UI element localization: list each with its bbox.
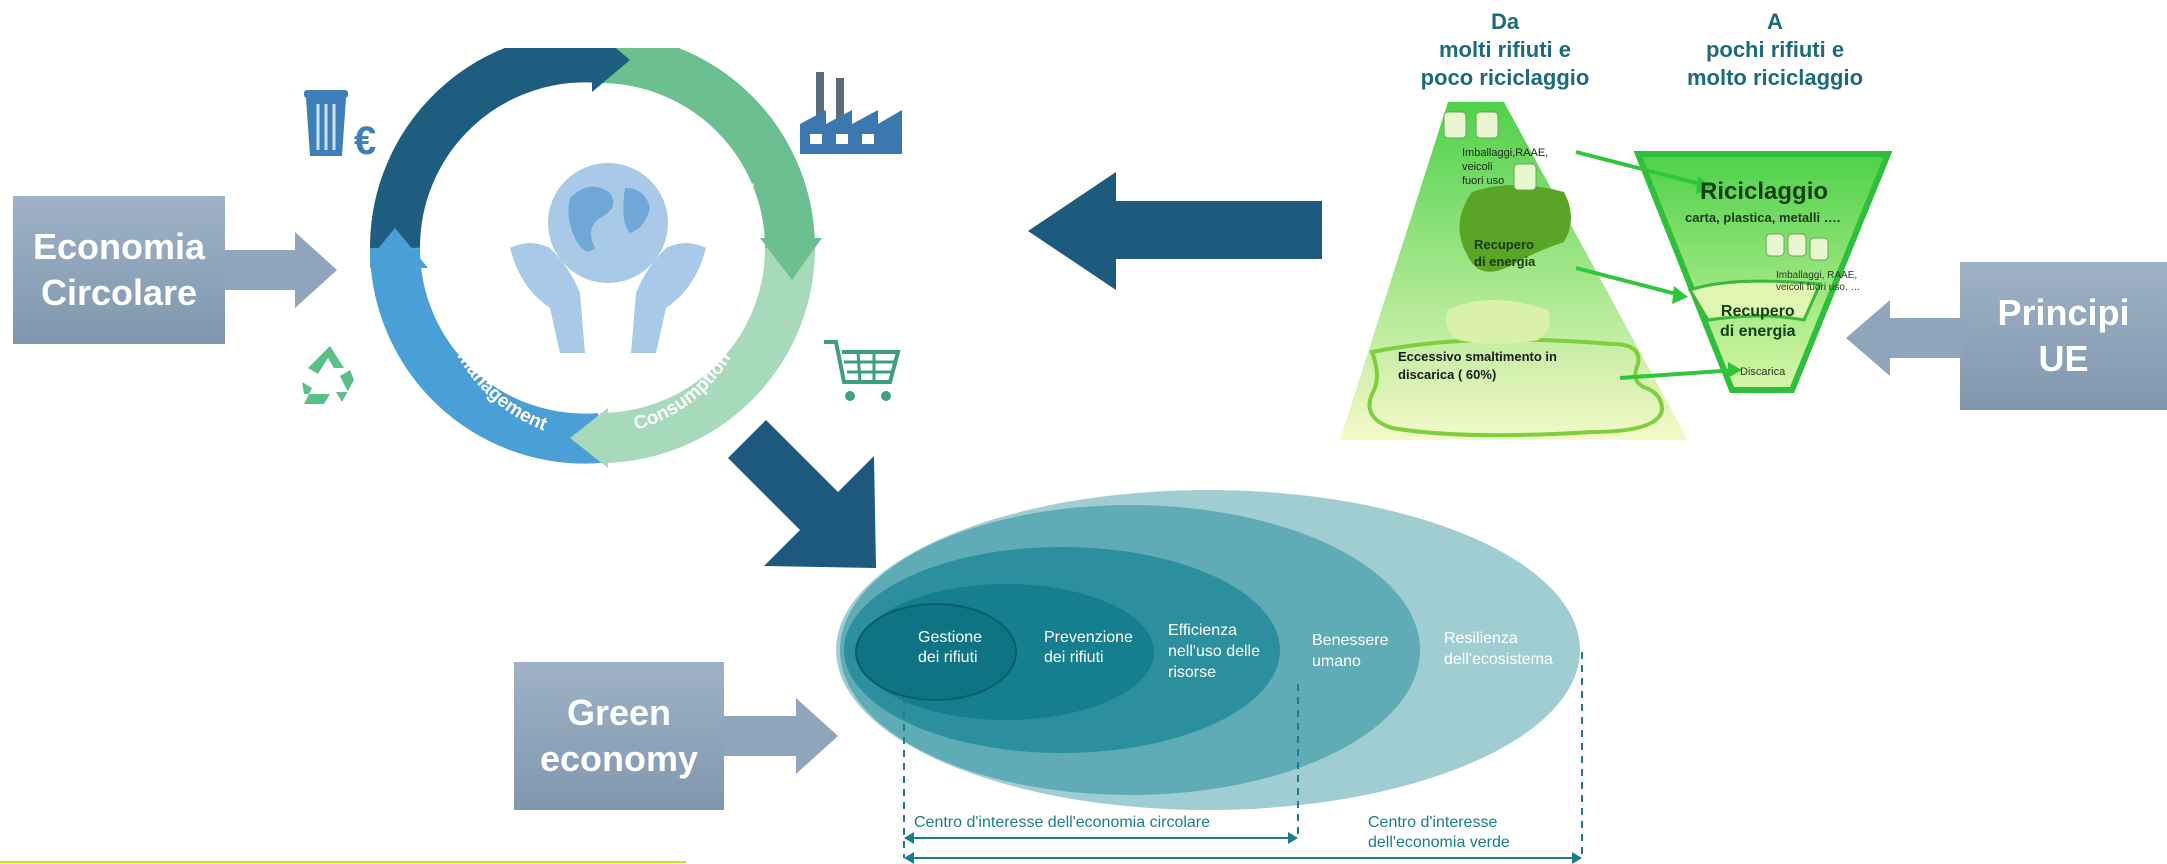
- principi-ue-arrow: [1846, 300, 1962, 376]
- left-packaging-label: Imballaggi,RAAE, veicoli fuori uso: [1462, 147, 1549, 187]
- factory-icon: [800, 72, 902, 154]
- down-right-arrow: [728, 420, 876, 568]
- globe-hands-icon: [510, 163, 706, 353]
- shopping-cart-icon: [824, 340, 901, 401]
- economia-circolare-arrow: [225, 232, 337, 308]
- principi-ue-label: Principi UE: [1997, 292, 2130, 379]
- ring-efficienza-risorse: Efficienza nell'uso delle risorse: [1168, 622, 1261, 681]
- recycling-subtitle: carta, plastica, metalli ….: [1685, 210, 1841, 225]
- right-energy-label: Recupero di energia: [1720, 303, 1796, 340]
- circular-focus-label: Centro d'interesse dell'economia circola…: [914, 814, 1211, 831]
- green-economy-box: Green economy: [514, 662, 724, 810]
- green-focus-label: Centro d'interesse dell'economia verde: [1368, 814, 1510, 851]
- green-economy-label: Green economy: [539, 692, 699, 779]
- right-packaging-label: Imballaggi, RAAE, veicoli fuori uso, …: [1776, 270, 1861, 293]
- green-economy-arrow: [724, 698, 838, 774]
- a-heading: A pochi rifiuti e molto riciclaggio: [1686, 9, 1864, 90]
- recycle-icon: [302, 346, 354, 404]
- economia-circolare-label: Economia Circolare: [32, 226, 206, 313]
- trash-euro-icon: €: [304, 90, 376, 160]
- ring-resilienza-ecosistema: Resilienza dell'ecosistema: [1444, 630, 1553, 668]
- accent-line: [0, 861, 686, 863]
- economia-circolare-box: Economia Circolare: [13, 196, 225, 344]
- ring-prevenzione-rifiuti: Prevenzione dei rifiuti: [1044, 629, 1133, 666]
- right-landfill-label: Discarica: [1740, 366, 1786, 378]
- circular-economy-cycle: From waste to resources Production Consu…: [370, 48, 822, 468]
- eu-pyramid-graphic: [1340, 102, 1893, 440]
- da-heading: Da molti rifiuti e poco riciclaggio: [1420, 9, 1590, 90]
- left-energy-label: Recupero di energia: [1474, 237, 1536, 269]
- left-pointing-arrow: [1028, 172, 1322, 290]
- ring-gestione-rifiuti: Gestione dei rifiuti: [918, 629, 983, 666]
- green-economy-ellipses: [836, 490, 1583, 864]
- recycling-title: Riciclaggio: [1700, 178, 1829, 205]
- left-landfill-label: Eccessivo smaltimento in discarica ( 60%…: [1398, 349, 1557, 382]
- principi-ue-box: Principi UE: [1960, 262, 2167, 410]
- ring-benessere-umano: Benessere umano: [1312, 632, 1389, 670]
- svg-text:€: €: [354, 119, 376, 160]
